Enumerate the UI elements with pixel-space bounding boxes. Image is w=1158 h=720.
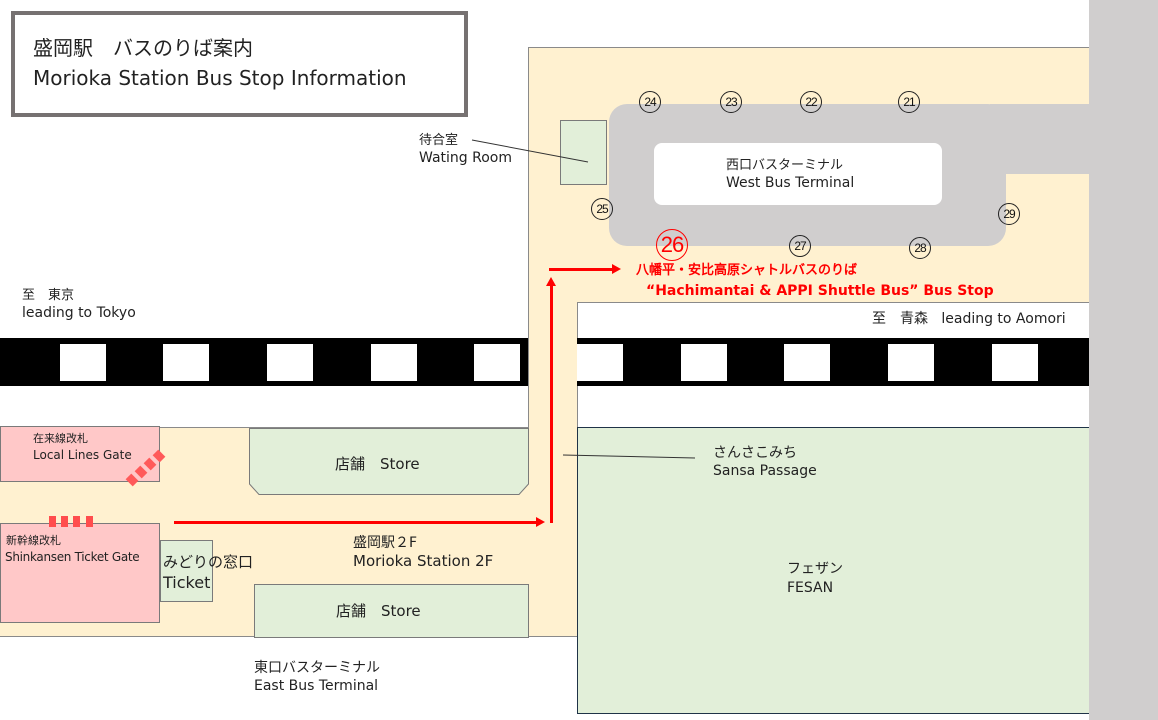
rail-tie xyxy=(992,344,1038,381)
shinkansen-gate-label-en: Shinkansen Ticket Gate xyxy=(5,550,140,564)
bus-stop-27[interactable]: 27 xyxy=(789,235,811,257)
direction-aomori: 至 青森 leading to Aomori xyxy=(872,311,1066,328)
fesan-label-en: FESAN xyxy=(787,580,834,596)
rail-track-east xyxy=(577,338,1089,386)
bus-stop-25[interactable]: 25 xyxy=(591,198,613,220)
west-terminal-exit-road xyxy=(990,104,1090,174)
vertical-corridor-overlay xyxy=(529,300,577,636)
west-terminal-label-ja: 西口バスターミナル xyxy=(726,158,844,173)
bus-stop-29[interactable]: 29 xyxy=(998,203,1020,225)
store-lower-label: 店舗 Store xyxy=(336,602,421,620)
store-lower: 店舗 Store xyxy=(254,584,529,638)
shuttle-label-en: “Hachimantai & APPI Shuttle Bus” Bus Sto… xyxy=(646,283,994,299)
store-upper: 店舗 Store xyxy=(249,428,529,495)
west-terminal-island: 西口バスターミナル West Bus Terminal xyxy=(654,143,942,205)
east-terminal-label-en: East Bus Terminal xyxy=(254,678,379,694)
bus-stop-21[interactable]: 21 xyxy=(898,91,920,113)
rail-tie xyxy=(474,344,520,381)
shinkansen-gate-area: 新幹線改札 Shinkansen Ticket Gate xyxy=(0,523,160,623)
title-en: Morioka Station Bus Stop Information xyxy=(33,66,407,90)
bus-stop-28[interactable]: 28 xyxy=(909,237,931,259)
waiting-room-leader-line xyxy=(471,139,589,163)
waiting-room-label-ja: 待合室 xyxy=(419,133,459,148)
title-box: 盛岡駅 バスのりば案内 Morioka Station Bus Stop Inf… xyxy=(11,11,468,117)
direction-tokyo-ja: 至 東京 xyxy=(22,288,75,303)
station-2f-label-en: Morioka Station 2F xyxy=(353,552,494,570)
midori-label-en: Ticket xyxy=(163,573,211,592)
route-arrow-corridor xyxy=(546,277,556,523)
shuttle-label-ja: 八幡平・安比高原シャトルバスのりば xyxy=(636,263,858,278)
rail-tie xyxy=(60,344,106,381)
title-ja: 盛岡駅 バスのりば案内 xyxy=(33,36,253,60)
waiting-room-label-en: Wating Room xyxy=(419,150,512,166)
direction-aomori-en: leading to Aomori xyxy=(941,311,1066,327)
shinkansen-gate-label-ja: 新幹線改札 xyxy=(6,534,61,547)
bus-stop-26-shuttle[interactable]: 26 xyxy=(656,229,688,261)
rail-tie xyxy=(784,344,830,381)
direction-tokyo-en: leading to Tokyo xyxy=(22,305,136,321)
fesan-label-ja: フェザン xyxy=(787,561,843,577)
midori-ticket-office xyxy=(160,540,213,602)
rail-tie xyxy=(267,344,313,381)
sansa-leader-line xyxy=(562,454,696,459)
station-2f-label-ja: 盛岡駅２F xyxy=(353,535,418,551)
direction-aomori-ja: 至 青森 xyxy=(872,311,928,327)
east-road-strip xyxy=(1089,0,1158,720)
waiting-room xyxy=(560,120,607,185)
rail-tie xyxy=(888,344,934,381)
bus-stop-24[interactable]: 24 xyxy=(639,91,661,113)
route-arrow-to-stop-26 xyxy=(549,264,621,274)
route-arrow-concourse xyxy=(174,517,545,527)
store-upper-label: 店舗 Store xyxy=(335,455,420,473)
west-terminal-label-en: West Bus Terminal xyxy=(726,175,855,191)
fesan-building xyxy=(577,427,1089,714)
rail-tie xyxy=(681,344,727,381)
midori-label-ja: みどりの窓口 xyxy=(163,553,254,571)
rail-tie xyxy=(163,344,209,381)
local-gate-label-ja: 在来線改札 xyxy=(33,432,88,445)
rail-tie xyxy=(577,344,623,381)
sansa-label-ja: さんさこみち xyxy=(713,445,797,461)
east-terminal-label-ja: 東口バスターミナル xyxy=(254,660,380,676)
rail-track-west xyxy=(0,338,528,386)
local-gate-label-en: Local Lines Gate xyxy=(33,448,132,462)
local-lines-gate-area: 在来線改札 Local Lines Gate xyxy=(0,426,160,482)
sansa-label-en: Sansa Passage xyxy=(713,463,817,479)
rail-tie xyxy=(371,344,417,381)
bus-stop-22[interactable]: 22 xyxy=(800,91,822,113)
bus-stop-23[interactable]: 23 xyxy=(720,91,742,113)
